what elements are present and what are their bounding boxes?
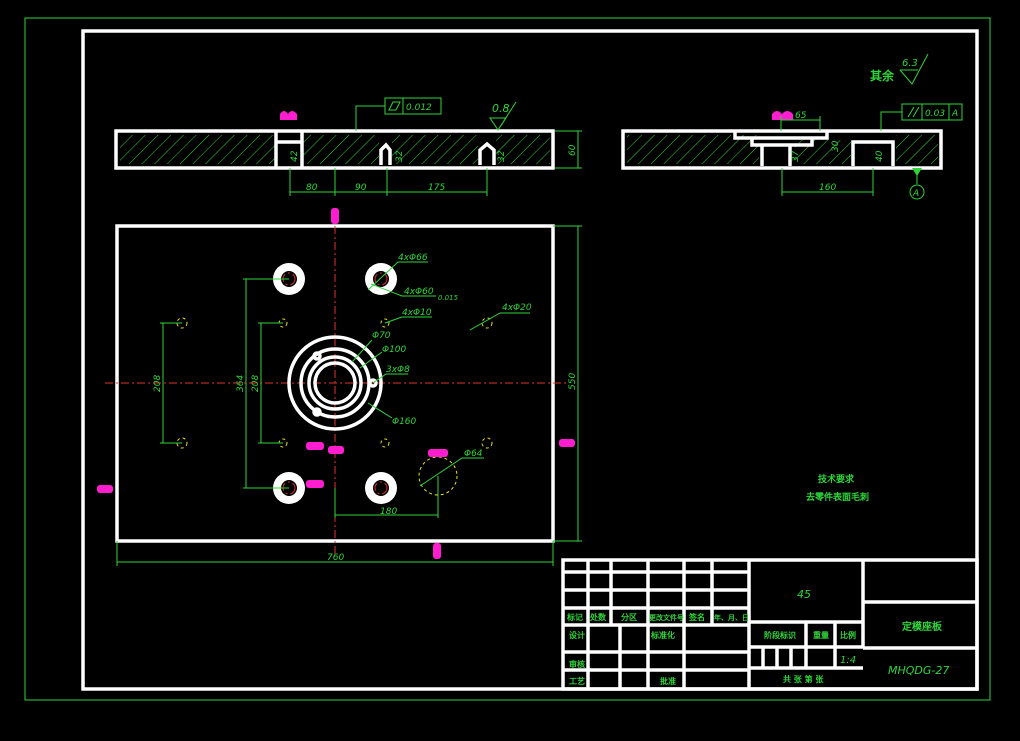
hdr-biaoji: 标记 <box>566 612 583 622</box>
lbl-shenhe: 审核 <box>569 659 585 669</box>
dim-208b: 208 <box>251 375 261 392</box>
lbl-biaozhunhua: 标准化 <box>650 630 675 640</box>
datum-circle-label: A <box>912 189 919 199</box>
datum-circle <box>909 184 925 200</box>
roughness-symbol-top <box>489 101 517 131</box>
tech-req-text: 去零件表面毛刺 <box>806 491 869 503</box>
hdr-date: 年、月、日 <box>714 613 749 622</box>
lbl-zhongliang: 重量 <box>813 630 829 640</box>
note-tol: 0.015 <box>438 294 459 302</box>
lbl-pizhun: 批准 <box>660 676 676 686</box>
dim-40: 40 <box>875 150 885 162</box>
dim-180: 180 <box>380 507 397 517</box>
roughness-symbol <box>899 53 929 85</box>
note-160: Φ160 <box>392 417 417 427</box>
dim-175: 175 <box>428 183 445 193</box>
note-3x8: 3xΦ8 <box>386 365 410 375</box>
hdr-fenqu: 分区 <box>621 612 637 622</box>
lbl-bili: 比例 <box>840 630 856 640</box>
note-70: Φ70 <box>372 331 391 341</box>
part-name: 定模座板 <box>902 620 943 633</box>
lbl-gongyi: 工艺 <box>569 676 585 686</box>
lbl-sheets: 共 张 第 张 <box>783 674 824 684</box>
note-4x60: 4xΦ60 <box>404 287 434 297</box>
note-64: Φ64 <box>464 449 483 459</box>
dim-42: 42 <box>290 150 300 162</box>
dim-65: 65 <box>795 111 807 121</box>
screw-holes <box>176 317 493 496</box>
hdr-gengai: 更改文件号 <box>649 613 684 622</box>
front-hatch <box>120 135 550 164</box>
dim-60: 60 <box>568 144 578 156</box>
marker <box>280 111 297 120</box>
dim-80: 80 <box>306 183 318 193</box>
outer-border <box>24 17 991 701</box>
lbl-jieduan: 阶段标识 <box>764 630 796 640</box>
note-4x20: 4xΦ20 <box>502 303 532 313</box>
surface-finish-other: 其余 <box>870 68 895 83</box>
dim-550: 550 <box>568 373 578 390</box>
note-4x66: 4xΦ66 <box>398 253 428 263</box>
hdr-chushu: 处数 <box>589 612 607 622</box>
material: 45 <box>797 588 811 601</box>
hdr-qianming: 签名 <box>688 612 705 622</box>
dim-160: 160 <box>819 183 836 193</box>
note-4x10: 4xΦ10 <box>402 308 432 318</box>
section-markers <box>97 208 575 559</box>
tech-req-title: 技术要求 <box>818 473 855 485</box>
lbl-sheji: 设计 <box>569 630 585 640</box>
marker <box>772 111 793 120</box>
center-locating-ring <box>287 335 383 431</box>
flatness-value: 0.012 <box>406 103 432 113</box>
dim-32b: 32 <box>497 150 507 162</box>
parallelism-value: 0.03 <box>925 109 945 119</box>
dim-32a: 32 <box>395 150 405 162</box>
dim-37: 37 <box>791 150 801 162</box>
drawing-number: MHQDG-27 <box>888 664 949 677</box>
dim-90: 90 <box>355 183 367 193</box>
scale: 1:4 <box>840 655 856 666</box>
dim-364: 364 <box>236 375 246 392</box>
surface-finish-value: 6.3 <box>902 58 918 69</box>
title-block <box>561 558 979 691</box>
dim-760: 760 <box>327 553 344 563</box>
dim-30: 30 <box>831 140 841 152</box>
roughness-top: 0.8 <box>492 102 510 115</box>
dim-208a: 208 <box>153 375 163 392</box>
note-100: Φ100 <box>382 345 407 355</box>
parallelism-datum: A <box>951 109 958 119</box>
drawing-frame <box>81 29 979 691</box>
